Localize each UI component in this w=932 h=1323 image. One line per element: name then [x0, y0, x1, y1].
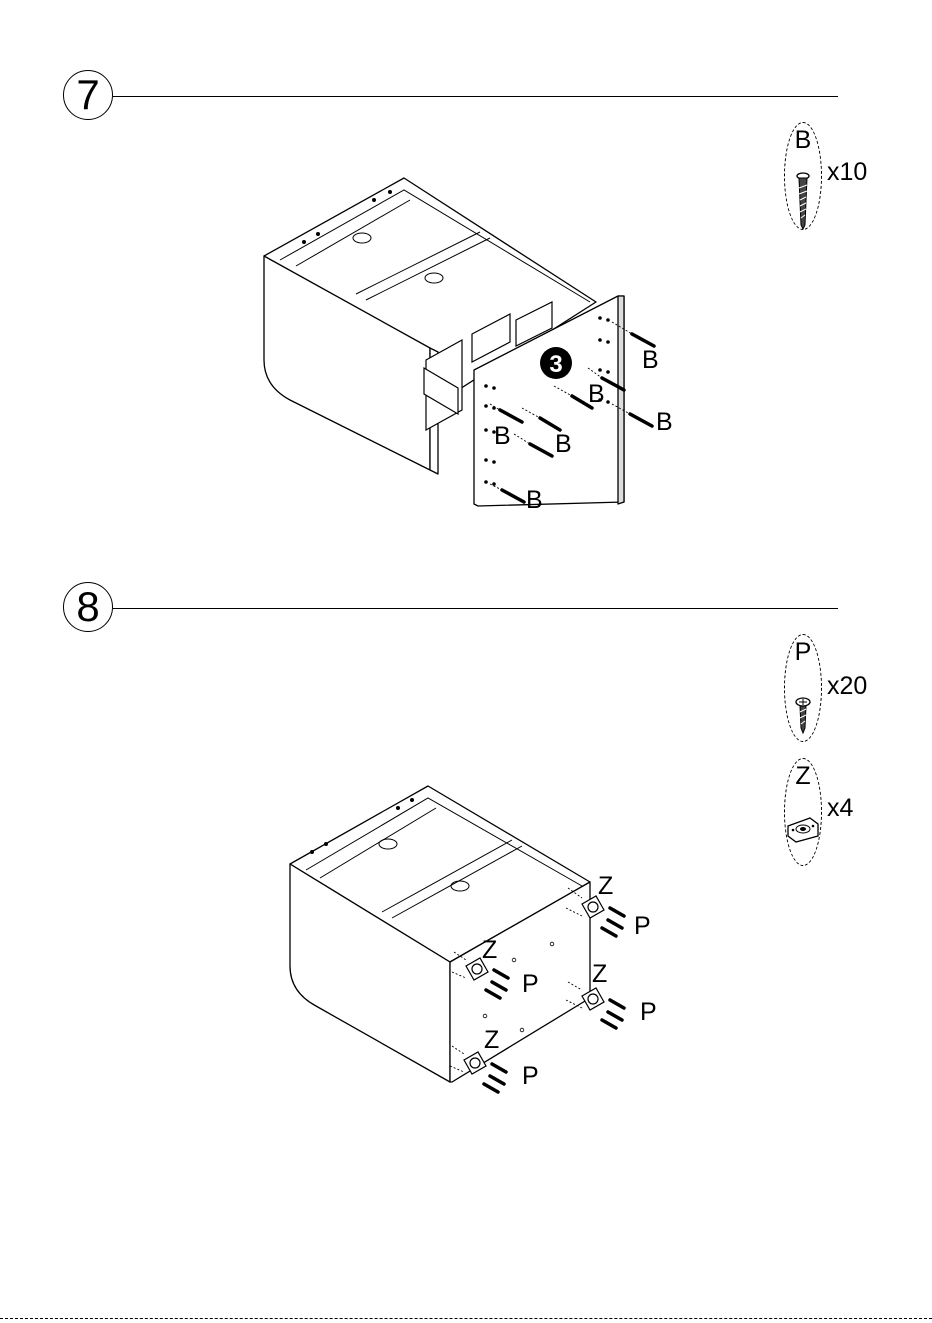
- panel-number-text: 3: [549, 351, 562, 378]
- callout-z: Z: [484, 1028, 499, 1053]
- callout-b: B: [642, 348, 659, 373]
- callout-b: B: [526, 488, 543, 513]
- step-7-illustration: 3: [0, 70, 932, 570]
- step-7: 7 B x10: [0, 70, 932, 570]
- page-bottom-border: [0, 1318, 932, 1319]
- callout-b: B: [656, 410, 673, 435]
- step-8: 8 P x20 Z x4: [0, 582, 932, 1142]
- callout-z: Z: [598, 874, 613, 899]
- callout-b: B: [494, 424, 511, 449]
- callout-z: Z: [592, 962, 607, 987]
- callout-p: P: [522, 1064, 539, 1089]
- callout-b: B: [555, 432, 572, 457]
- callout-p: P: [640, 1000, 657, 1025]
- callout-p: P: [634, 914, 651, 939]
- callout-p: P: [522, 972, 539, 997]
- step-8-illustration: [0, 582, 932, 1142]
- callout-b: B: [588, 382, 605, 407]
- callout-z: Z: [482, 938, 497, 963]
